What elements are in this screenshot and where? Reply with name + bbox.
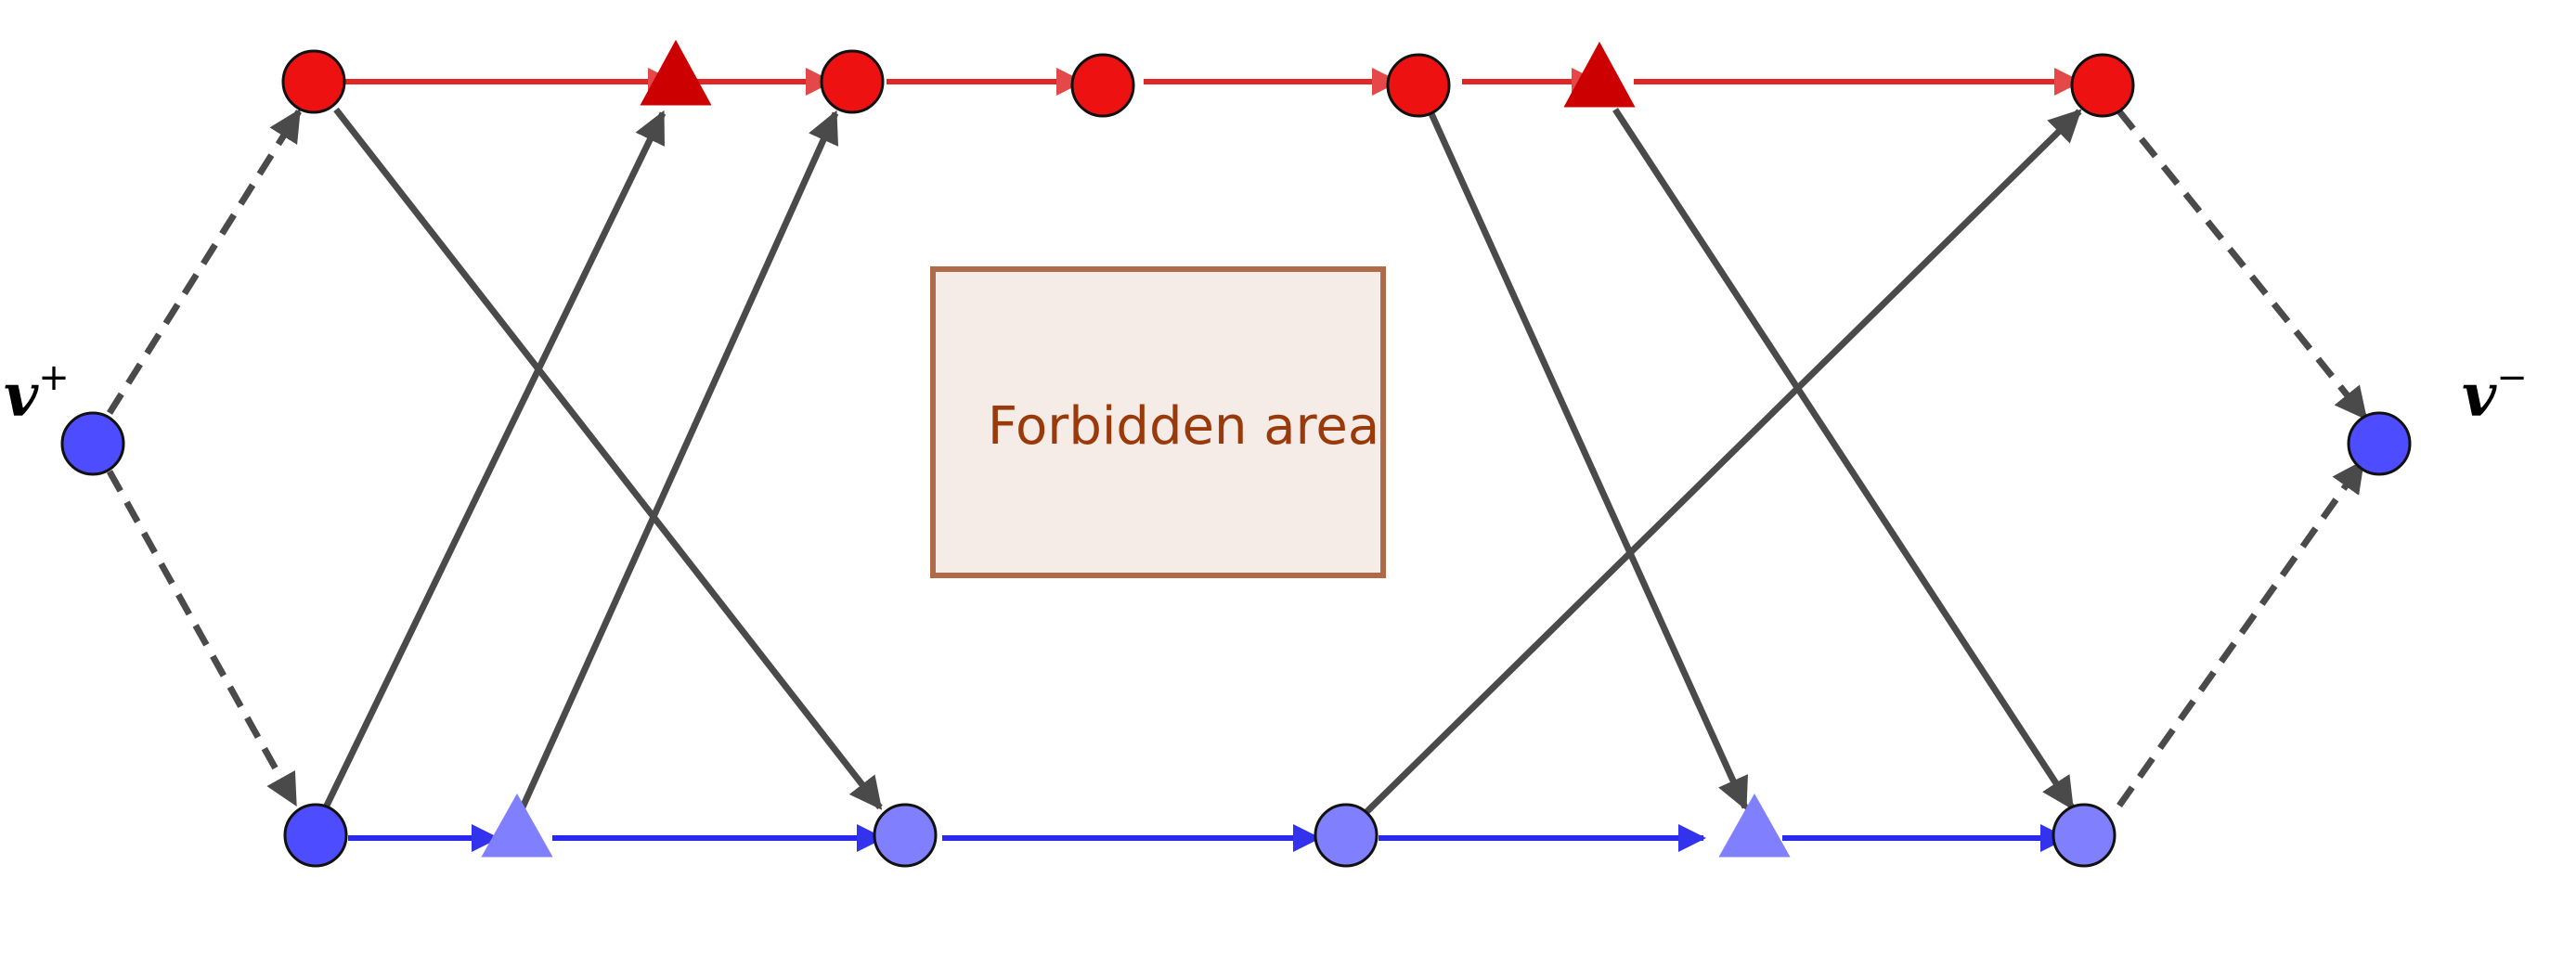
edge-top-to-sink	[2116, 109, 2368, 420]
sink-node	[2347, 411, 2412, 476]
edge-bottomtri1-to-top2	[518, 110, 839, 811]
red-node-1	[281, 49, 346, 114]
red-node-2	[820, 49, 885, 114]
forbidden-area: Forbidden area	[930, 266, 1386, 578]
red-triangle-node-2	[1563, 41, 1636, 108]
blue-triangle-node-2	[1718, 793, 1791, 858]
terminal-nodes	[60, 411, 2412, 476]
edge-bottom3-to-top5	[1364, 109, 2082, 815]
source-node	[60, 411, 125, 476]
edge-top4-to-bottomtri2	[1426, 108, 1749, 811]
dashed-edges	[106, 109, 2368, 808]
edge-source-to-top	[107, 109, 302, 415]
blue-node-3	[1314, 803, 1379, 868]
red-node-3	[1070, 53, 1135, 118]
top-nodes	[281, 39, 2135, 118]
forbidden-area-box	[930, 266, 1386, 578]
cross-edges	[321, 107, 2082, 815]
sink-label: v−	[2462, 356, 2528, 431]
red-node-4	[1386, 53, 1451, 118]
red-triangle-node-1	[640, 39, 712, 106]
edge-bottom1-to-toptri1	[321, 110, 667, 811]
edge-top1-to-bottom2	[333, 107, 883, 810]
source-label: v+	[4, 356, 70, 431]
edge-source-to-bottom	[106, 470, 299, 807]
blue-triangle-node-1	[481, 793, 553, 858]
blue-node-2	[873, 803, 938, 868]
forbidden-area-label: Forbidden area	[988, 396, 1379, 457]
red-node-5	[2070, 53, 2135, 118]
blue-node-1	[283, 803, 348, 868]
edge-bottom-to-sink	[2116, 459, 2365, 808]
bottom-nodes	[283, 793, 2116, 868]
blue-node-4	[2052, 803, 2116, 868]
edge-toptri2-to-bottom5	[1612, 108, 2075, 810]
